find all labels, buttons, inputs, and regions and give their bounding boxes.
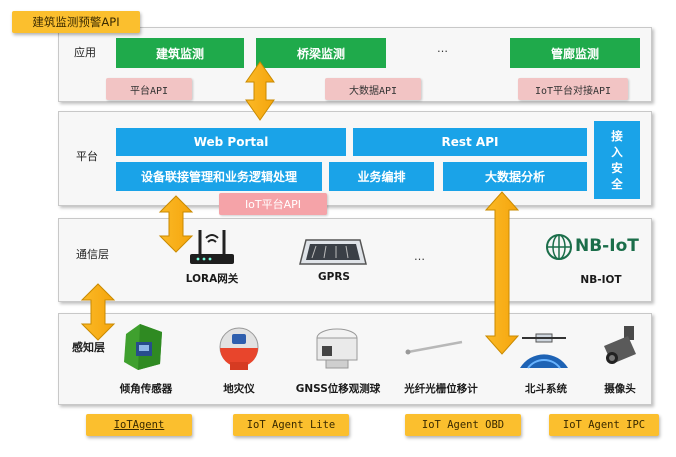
api-iot-platform-docking[interactable]: IoT平台对接API [518, 78, 628, 100]
access-security-char-4: 全 [611, 177, 623, 191]
title-tag: 建筑监测预警API [12, 11, 140, 33]
module-ellipsis: … [437, 42, 448, 55]
agent-iot-agent-ipc[interactable]: IoT Agent IPC [549, 414, 659, 436]
gprs-icon [299, 239, 367, 265]
module-bridge-monitoring[interactable]: 桥梁监测 [256, 38, 386, 68]
gnss-label: GNSS位移观测球 [295, 383, 381, 395]
web-portal-block[interactable]: Web Portal [116, 128, 346, 156]
device-management-block[interactable]: 设备联接管理和业务逻辑处理 [116, 162, 322, 191]
rest-api-block[interactable]: Rest API [353, 128, 587, 156]
access-security-char-3: 安 [611, 161, 623, 175]
communication-layer-label: 通信层 [76, 248, 109, 261]
camera-label: 摄像头 [604, 383, 636, 395]
nb-iot-logo-text: NB-IoT [575, 236, 639, 256]
module-building-monitoring[interactable]: 建筑监测 [116, 38, 244, 68]
tilt-sensor-label: 倾角传感器 [119, 383, 173, 395]
access-security-char-1: 接 [611, 129, 623, 143]
agent-iot-agent-lite[interactable]: IoT Agent Lite [233, 414, 349, 436]
geo-disaster-instrument-label: 地灾仪 [223, 383, 255, 395]
access-security-block[interactable]: 接 入 安 全 [594, 121, 640, 199]
agent-iot-agent-obd[interactable]: IoT Agent OBD [405, 414, 521, 436]
agent-iotagent[interactable]: IoTAgent [86, 414, 192, 436]
module-pipe-gallery-monitoring[interactable]: 管廊监测 [510, 38, 640, 68]
beidou-label: 北斗系统 [525, 383, 567, 395]
gnss-icon [316, 328, 358, 369]
application-layer-label: 应用 [74, 46, 96, 59]
geo-disaster-instrument-icon [219, 327, 259, 370]
tilt-sensor-icon [124, 324, 162, 370]
orchestration-block[interactable]: 业务编排 [329, 162, 434, 191]
api-platform[interactable]: 平台API [106, 78, 192, 100]
platform-layer-label: 平台 [76, 150, 98, 163]
fiber-grating-meter-label: 光纤光栅位移计 [404, 383, 478, 395]
lora-gateway-icon [190, 230, 234, 264]
camera-icon [604, 326, 636, 364]
perception-layer-label: 感知层 [72, 341, 105, 354]
access-security-char-2: 入 [611, 145, 623, 159]
beidou-satellite-icon [520, 333, 568, 369]
comm-ellipsis: … [414, 250, 425, 263]
iot-platform-api[interactable]: IoT平台API [219, 193, 327, 215]
nb-iot-label: NB-IOT [580, 274, 622, 286]
gprs-label: GPRS [318, 271, 350, 283]
nb-iot-logo-icon [546, 234, 572, 260]
fiber-grating-meter-icon [405, 340, 463, 355]
lora-gateway-label: LORA网关 [185, 273, 239, 285]
big-data-analysis-block[interactable]: 大数据分析 [443, 162, 587, 191]
platform-layer [58, 111, 652, 206]
api-big-data[interactable]: 大数据API [325, 78, 421, 100]
